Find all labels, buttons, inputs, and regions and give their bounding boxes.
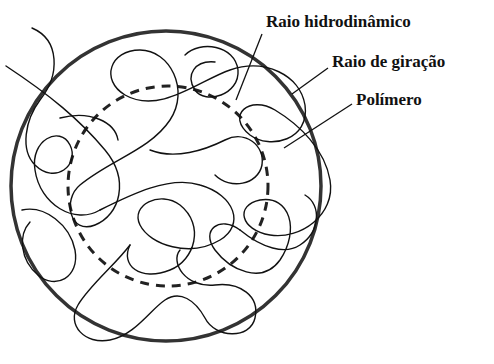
leader-line <box>236 34 262 100</box>
leader-lines <box>236 34 352 148</box>
callout-label: Polímero <box>356 90 422 110</box>
leader-line <box>284 104 352 148</box>
polymer-chain <box>6 28 331 341</box>
callout-label: Raio de giração <box>332 52 445 72</box>
leader-line <box>292 68 328 94</box>
gyration-circle <box>11 31 321 341</box>
callout-label: Raio hidrodinâmico <box>266 12 411 32</box>
hydrodynamic-circle <box>68 86 268 286</box>
